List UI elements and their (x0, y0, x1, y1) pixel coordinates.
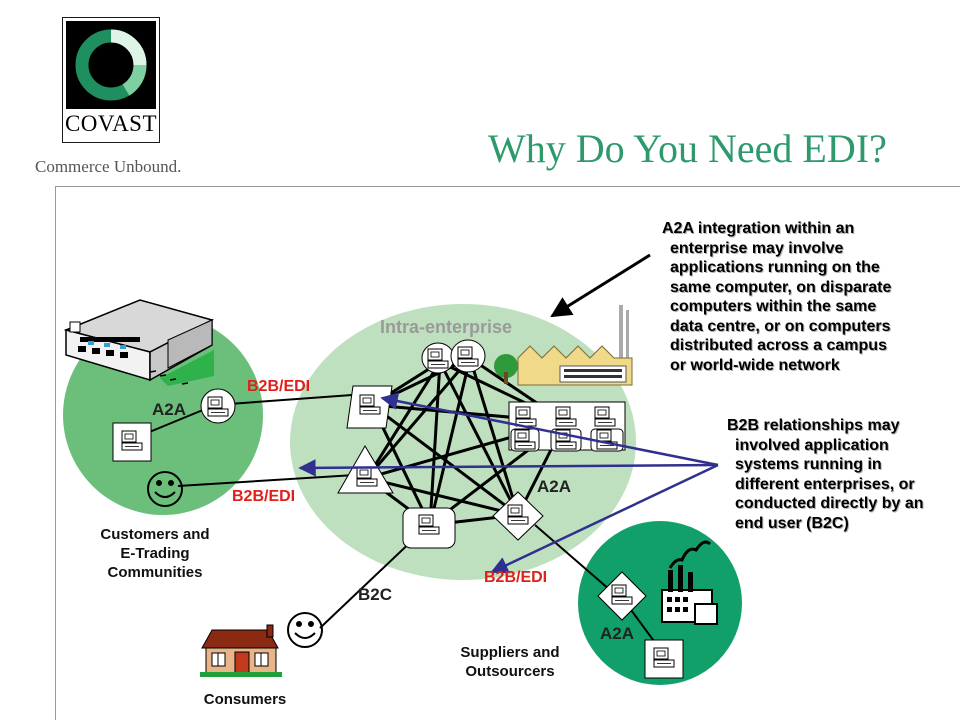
a2a-note-line: data centre, or on computers (670, 317, 891, 335)
a2a-note-line: integration within an (693, 220, 855, 237)
intra-enterprise-label: Intra-enterprise (380, 317, 513, 337)
b2b-note-line: systems running in (735, 456, 882, 473)
external-links (129, 394, 663, 653)
node-customer-circle (200, 388, 236, 424)
a2a-note-line: or world-wide network (670, 356, 840, 374)
a2a-intra-label: A2A (537, 477, 572, 496)
b2c-label: B2C (358, 585, 393, 604)
divider-top (55, 186, 960, 187)
a2a-note-lead: A2A (662, 220, 694, 237)
node-customer-box (112, 422, 152, 462)
b2b-pointer-arrows (298, 392, 719, 574)
a2a-note-line: distributed across a campus (670, 337, 887, 354)
customers-caption-line: E-Trading (120, 545, 190, 562)
logo-ring-icon (66, 21, 156, 109)
a2a-suppliers-label: A2A (600, 624, 635, 643)
suppliers-caption: Suppliers and Outsourcers (435, 643, 585, 681)
divider-left (55, 186, 56, 720)
node-supplier-box (644, 639, 684, 679)
logo-text: COVAST (64, 111, 158, 136)
customers-caption-line: Customers and (100, 526, 210, 543)
a2a-note-line: same computer, on disparate (670, 278, 892, 296)
consumer-smiley-icon (287, 612, 323, 648)
customers-caption: Customers and E-Trading Communities (80, 525, 230, 582)
node-parallelogram (346, 385, 393, 429)
b2b-note-line: involved application (735, 436, 889, 454)
customer-smiley-icon (147, 471, 183, 507)
b2b-note-line: relationships may (759, 417, 900, 434)
b2b-edi-label-top: B2B/EDI (247, 378, 311, 395)
b2b-note-line: different enterprises, or (735, 475, 915, 493)
node-supplier-diamond (597, 571, 647, 621)
suppliers-caption-line: Suppliers and (460, 644, 560, 661)
b2b-note-line: end user (B2C) (735, 514, 849, 532)
b2b-edi-label-bottom: B2B/EDI (484, 569, 548, 586)
a2a-note-line: applications running on the (670, 259, 880, 276)
factory-icon (494, 305, 633, 386)
covast-logo: COVAST (62, 17, 160, 143)
customers-caption-line: Communities (107, 564, 203, 581)
slide-title: Why Do You Need EDI? (488, 126, 887, 171)
node-triangle (337, 445, 394, 494)
a2a-pointer-arrow (550, 253, 651, 318)
house-icon (200, 624, 282, 677)
suppliers-caption-line: Outsourcers (465, 663, 555, 680)
tagline: Commerce Unbound. (35, 157, 182, 176)
a2a-note-line: computers within the same (670, 298, 877, 315)
suppliers-circle (578, 521, 742, 685)
a2a-explanation-note: A2A integration within an enterprise may… (662, 219, 891, 375)
b2b-note-line: conducted directly by an (735, 495, 924, 512)
node-diamond (492, 491, 544, 541)
a2a-customers-label: A2A (152, 400, 187, 419)
consumers-caption: Consumers (203, 691, 287, 708)
supplier-factory-icon (661, 540, 718, 625)
node-rounded (402, 507, 456, 549)
node-server-top (421, 339, 486, 374)
b2b-edi-label-mid: B2B/EDI (232, 488, 296, 505)
a2a-note-line: enterprise may involve (670, 239, 844, 257)
b2b-explanation-note: B2B relationships may involved applicati… (727, 416, 923, 533)
b2b-note-lead: B2B (727, 417, 760, 434)
warehouse-building-icon (63, 299, 215, 386)
